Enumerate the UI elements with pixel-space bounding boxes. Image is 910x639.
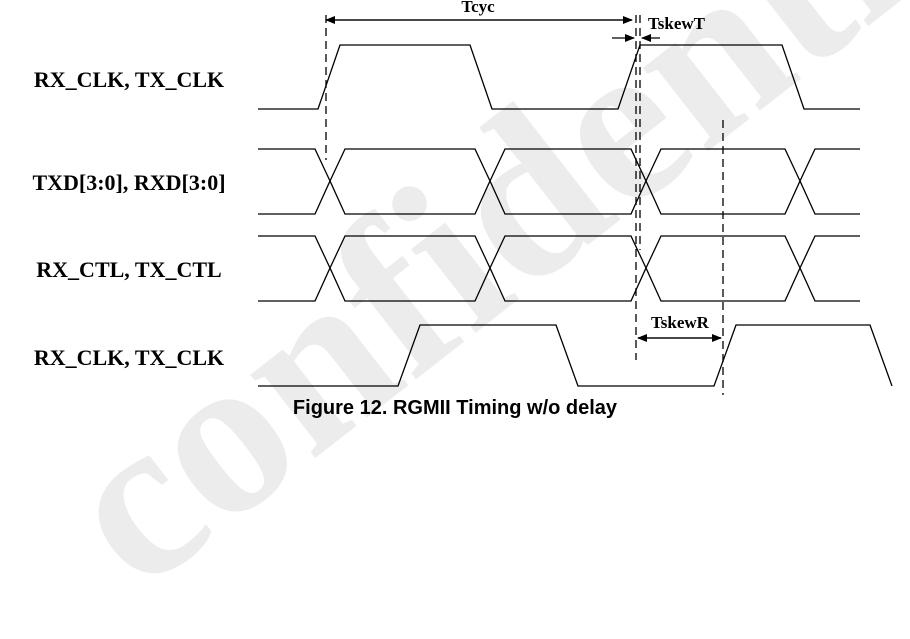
waveform-canvas: Tcyc TskewT TskewR [258,0,893,395]
signal-label-data: TXD[3:0], RXD[3:0] [32,170,226,195]
reference-lines [325,15,724,395]
clk-top-waveform [258,44,860,110]
signal-label-clk-top: RX_CLK, TX_CLK [33,67,225,92]
clk-bottom-waveform [258,324,893,387]
data-bus-waveform [258,148,860,215]
tskew-t-label: TskewT [648,14,706,33]
signal-label-ctl: RX_CTL, TX_CTL [36,257,222,282]
tcyc-label: Tcyc [461,0,495,16]
timing-diagram: confidential RX_CLK, TX_CLK TXD[3:0], RX… [13,0,910,635]
figure-caption: Figure 12. RGMII Timing w/o delay [292,397,618,419]
tskew-r-label: TskewR [651,313,710,332]
signal-label-clk-bottom: RX_CLK, TX_CLK [33,345,225,370]
ctl-bus-waveform [258,235,860,302]
